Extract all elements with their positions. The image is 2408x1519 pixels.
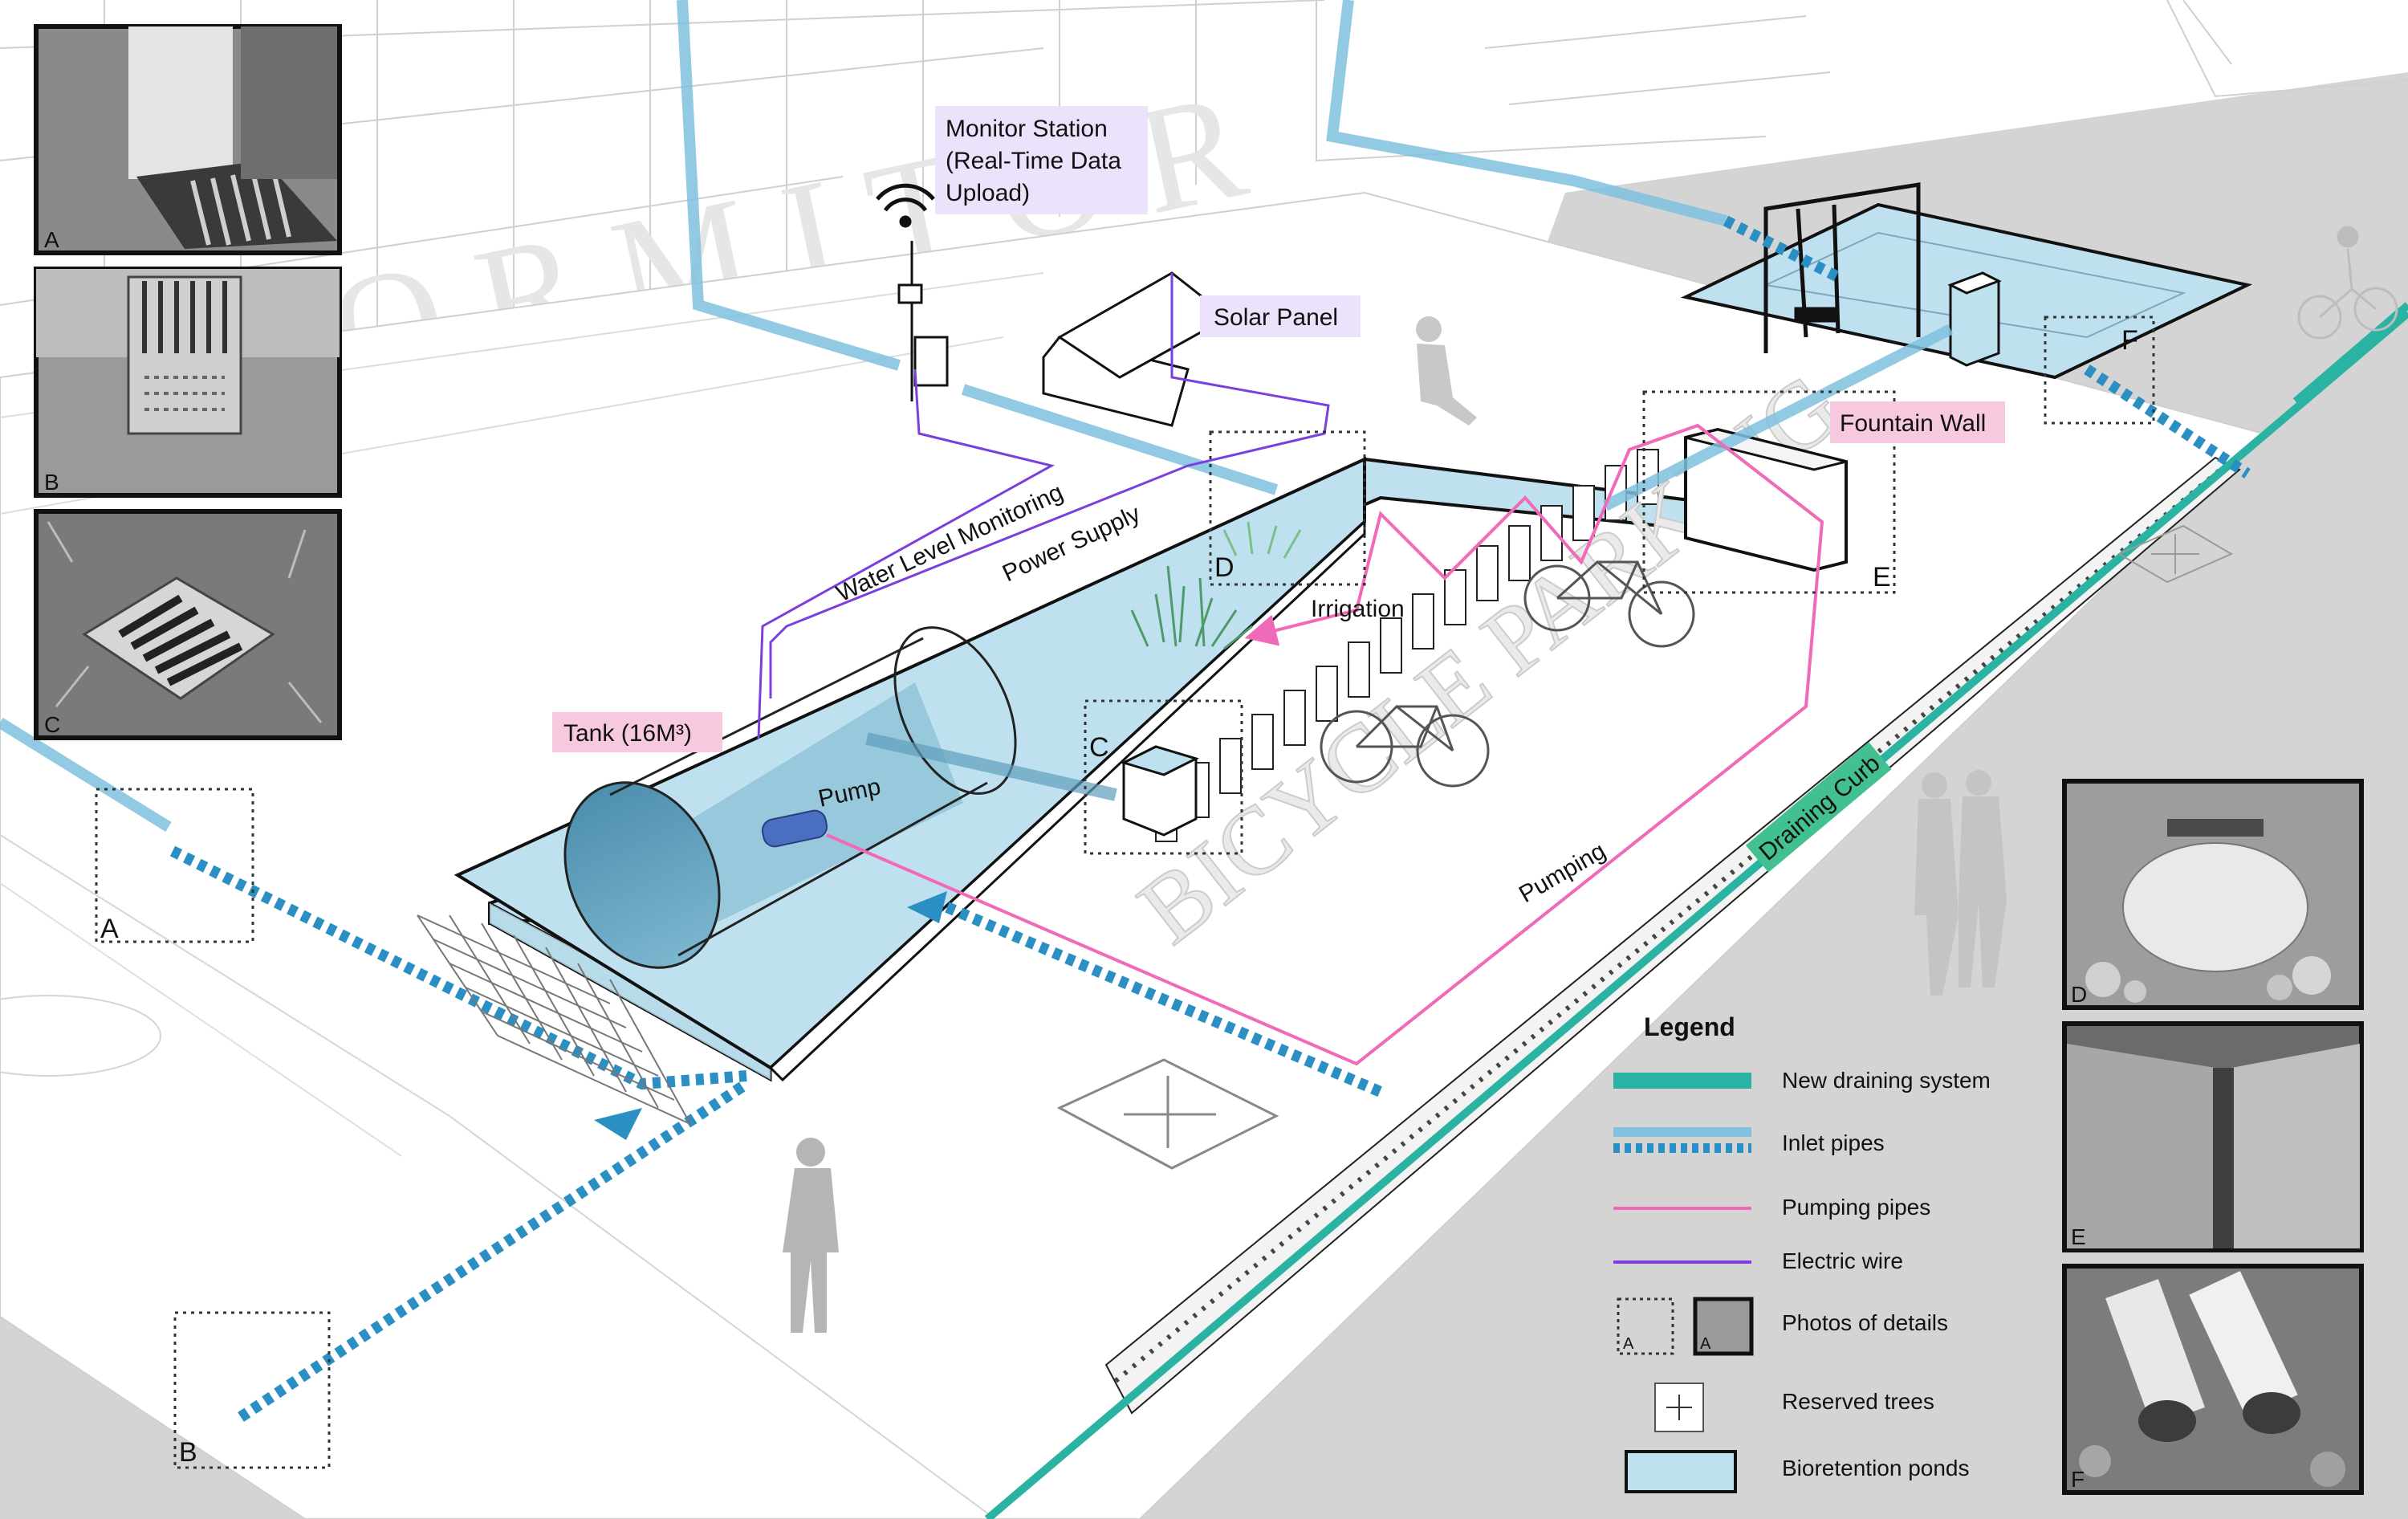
callout-box-c (1084, 699, 1243, 855)
callout-letter-e: E (1873, 562, 1891, 593)
legend-photo-letter-solid: A (1700, 1335, 1711, 1353)
callout-letter-d: D (1214, 552, 1235, 583)
monitor-station (897, 241, 949, 401)
photo-thumbnail-a: A (34, 24, 342, 255)
photo-letter-b: B (44, 470, 59, 495)
tank-label-bg (552, 712, 722, 752)
legend-swatch-photo-dotted (1617, 1297, 1674, 1355)
storage-tank (563, 626, 1117, 969)
permeable-paving (417, 914, 691, 1125)
inlet-arrow (594, 1108, 642, 1140)
bicycle-icon (1523, 560, 1695, 648)
callout-box-f (2044, 316, 2155, 425)
photo-thumbnail-c: C (34, 509, 342, 740)
overflow-box-c (1120, 745, 1200, 837)
callout-box-b (173, 1311, 331, 1469)
solar-panel-label: Solar Panel (1214, 304, 1338, 331)
person-figure (1416, 316, 1477, 426)
photo-letter-a: A (44, 227, 59, 252)
wifi-icon (876, 183, 935, 228)
reserved-tree-planter (2117, 524, 2234, 584)
fountain-wall-label-bg (1830, 401, 2005, 443)
legend-label-electric: Electric wire (1782, 1248, 1903, 1273)
legend: Legend New draining system Inlet pipes P… (1613, 1012, 1991, 1493)
grass-clump (1130, 565, 1253, 650)
person-figure (1914, 770, 2007, 996)
tank-label: Tank (16M³) (563, 720, 692, 747)
electric-wire (757, 273, 1330, 739)
legend-label-inlet: Inlet pipes (1782, 1130, 1885, 1155)
solar-panel (1042, 271, 1230, 427)
new-draining-system-line-left (2292, 302, 2408, 405)
swing-frame (1763, 182, 1921, 353)
callout-letter-c: C (1089, 732, 1109, 763)
photo-letter-f: F (2071, 1467, 2085, 1492)
grass-clump-2 (1222, 521, 1302, 559)
legend-label-photos: Photos of details (1782, 1310, 1948, 1335)
legend-label-pumping: Pumping pipes (1782, 1195, 1930, 1220)
monitor-station-label: Monitor Station (Real-Time Data Upload) (946, 116, 1128, 206)
solar-panel-label-bg (1200, 295, 1361, 337)
bicycle-icon (1320, 704, 1490, 788)
monitor-station-label-bg (935, 106, 1148, 214)
photo-thumbnail-d: D (2062, 779, 2364, 1010)
legend-swatch-pond (1625, 1450, 1737, 1493)
legend-swatch-inlet-solid (1613, 1127, 1751, 1137)
pumping-pipe (826, 423, 1824, 1066)
legend-label-trees: Reserved trees (1782, 1389, 1934, 1414)
legend-photo-letter-dotted: A (1623, 1335, 1634, 1353)
cyclist-figure (2297, 226, 2398, 340)
callout-letter-a: A (100, 914, 119, 944)
legend-tree-cross-icon (1666, 1395, 1692, 1420)
pump-icon (761, 809, 828, 848)
photo-letter-c: C (44, 712, 60, 737)
photo-thumbnail-b: B (34, 267, 342, 498)
photo-thumbnail-f: F (2062, 1264, 2364, 1495)
building-facade (0, 0, 2408, 450)
callout-letter-f: F (2121, 325, 2138, 356)
person-figure (783, 1138, 839, 1333)
inlet-pipe-dashed (169, 215, 2251, 1422)
new-draining-system-line (984, 310, 2408, 1519)
photo-thumbnail-e: E (2062, 1021, 2364, 1252)
legend-title: Legend (1644, 1012, 1735, 1041)
legend-label-new-draining: New draining system (1782, 1068, 1991, 1093)
photo-letter-d: D (2071, 982, 2087, 1007)
callout-letter-b: B (179, 1437, 197, 1468)
legend-swatch-photo-solid (1693, 1297, 1754, 1356)
fountain-wall-label: Fountain Wall (1840, 410, 1986, 437)
callout-box-a (95, 788, 254, 943)
inlet-arrow (907, 891, 947, 923)
irrigation-label: Irrigation (1311, 596, 1405, 622)
reserved-tree-planter (1056, 1058, 1279, 1170)
inlet-box (1947, 271, 2002, 367)
inlet-pipe-solid (0, 0, 1954, 832)
photo-letter-e: E (2071, 1224, 2086, 1249)
legend-label-ponds: Bioretention ponds (1782, 1456, 1970, 1480)
legend-swatch-new-draining (1613, 1073, 1751, 1089)
